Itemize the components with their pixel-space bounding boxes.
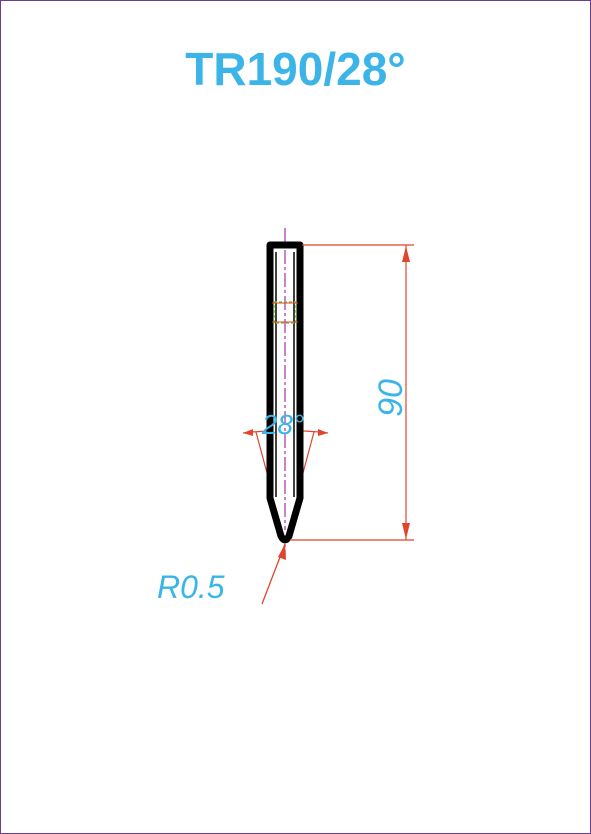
angle-dimension-label: 28° bbox=[261, 409, 304, 440]
safety-marker bbox=[273, 301, 297, 324]
dim-arrow-top bbox=[402, 246, 410, 262]
dim-arrow-bottom bbox=[402, 523, 410, 539]
radius-arrow bbox=[278, 544, 286, 560]
angle-arrow-left bbox=[243, 429, 253, 436]
height-dimension-label: 90 bbox=[372, 379, 410, 417]
radius-dimension-label: R0.5 bbox=[157, 569, 225, 605]
angle-arrow-right bbox=[318, 429, 328, 436]
tool-title: TR190/28° bbox=[185, 43, 406, 95]
